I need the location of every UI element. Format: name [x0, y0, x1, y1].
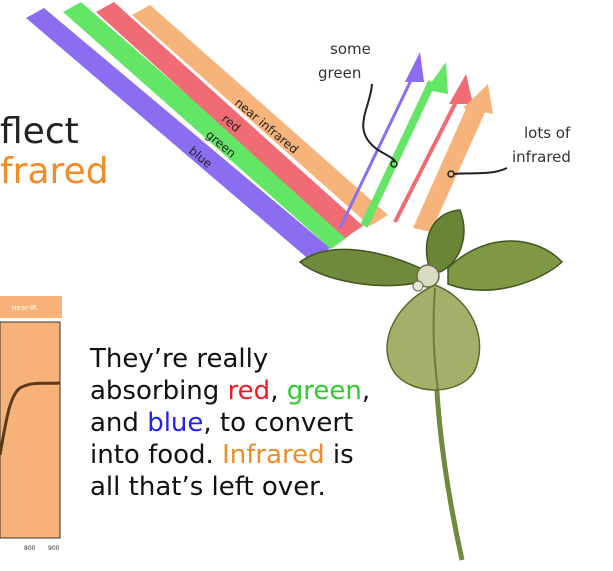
word-green: green [287, 376, 362, 406]
graph-tick-900: 900 [48, 545, 60, 552]
leaf-left [300, 249, 420, 285]
word-blue: blue [147, 408, 203, 438]
callout-infrared: infrared [512, 148, 571, 166]
graph-band-label: near-IR [12, 304, 37, 312]
text-part-2: , [270, 376, 278, 406]
word-infrared: Infrared [222, 440, 325, 470]
leaf-right [448, 241, 562, 290]
graph-tick-800: 800 [24, 545, 36, 552]
reflectance-graph: near-IR 800 900 [0, 296, 62, 552]
arrowhead-blue [405, 52, 424, 82]
slide-heading: flect frared [0, 112, 109, 192]
graph-plot-area [0, 322, 60, 538]
callout-lots-of: lots of [524, 124, 571, 142]
arrowhead-green [426, 62, 448, 94]
word-red: red [228, 376, 271, 406]
arrowhead-red [449, 74, 473, 104]
callout-green: green [318, 64, 361, 82]
callout-some: some [330, 40, 371, 58]
heading-line-2: frared [0, 152, 109, 192]
heading-line-1: flect [0, 112, 109, 152]
callout-line-lots-of-infrared [454, 168, 507, 174]
flower-bud-small [413, 281, 423, 291]
explanation-text: They’re really absorbing red, green, and… [90, 343, 390, 503]
